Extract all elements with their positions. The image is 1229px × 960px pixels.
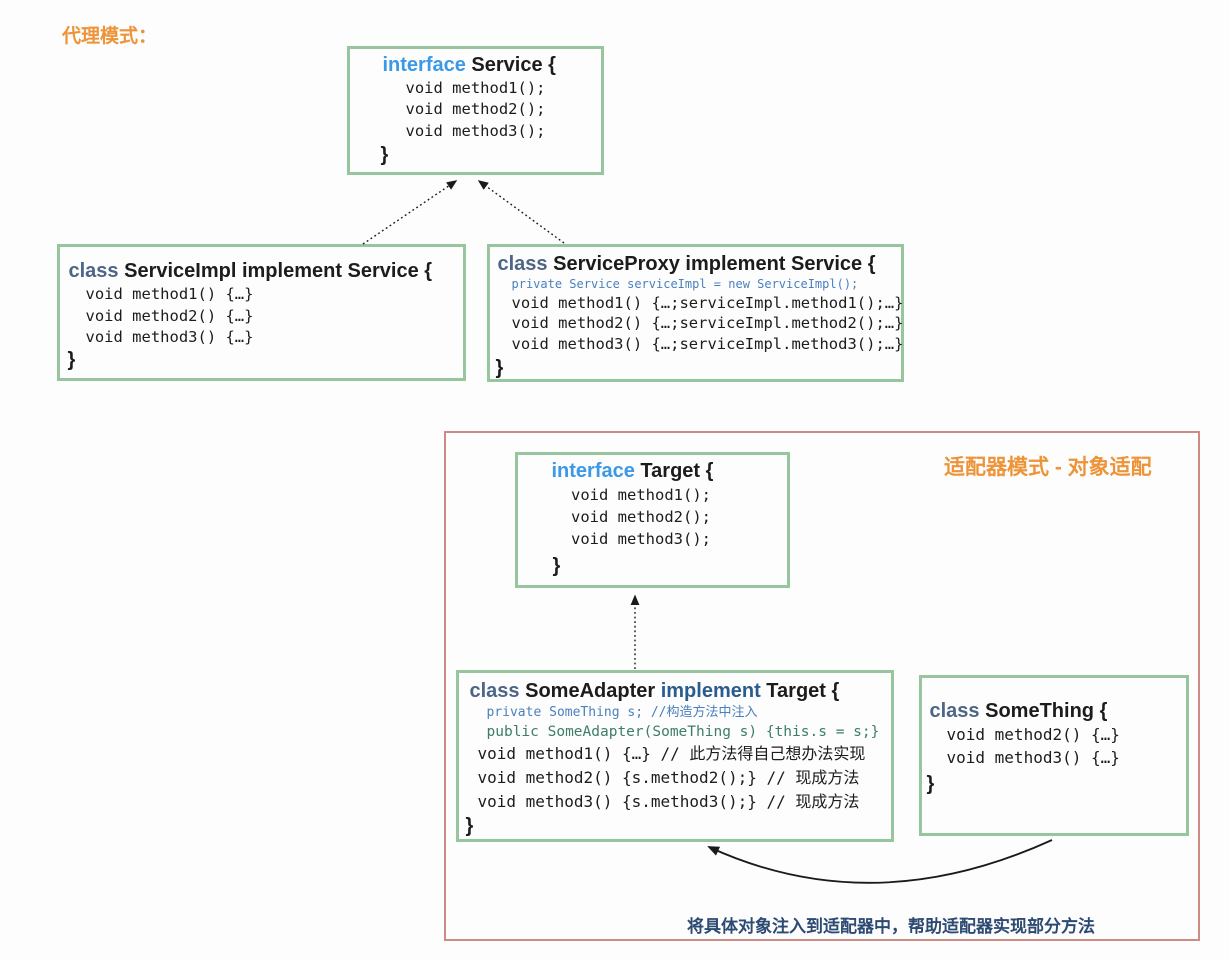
box-title: class SomeThing { <box>930 700 1108 722</box>
method-line: void method2() {…} <box>946 725 1120 744</box>
target-interface-box: interface Target { void method1();void m… <box>515 452 790 588</box>
method-lines: void method1(); void method2(); void metho… <box>406 78 546 143</box>
box-title-name: ServiceImpl implement Service { <box>118 260 433 282</box>
serviceimpl-class-box: class ServiceImpl implement Service { vo… <box>57 244 466 381</box>
keyword-class: class <box>469 679 520 702</box>
method-line: void method2(); <box>571 507 711 526</box>
box-title-name: SomeAdapter <box>519 679 661 702</box>
method-line: void method3() {…;serviceImpl.method3();… <box>511 335 904 354</box>
closing-brace: } <box>495 356 504 379</box>
someadapter-class-box: class SomeAdapter implement Target { pri… <box>456 670 894 842</box>
method-line: void method2(); <box>405 100 546 119</box>
method-line: void method1() {…} // 此方法得自己想办法实现 <box>477 743 866 763</box>
keyword-interface: interface <box>551 459 635 482</box>
box-title: class ServiceImpl implement Service { <box>69 260 433 282</box>
method-line: void method1(); <box>571 485 711 504</box>
box-title-name: SomeThing { <box>979 699 1108 722</box>
closing-brace: } <box>67 348 76 371</box>
service-interface-box: interface Service { void method1();void … <box>347 46 604 175</box>
method-line: void method2() {…;serviceImpl.method2();… <box>511 314 904 333</box>
proxy-pattern-label: 代理模式： <box>62 26 158 47</box>
keyword-class: class <box>929 699 980 722</box>
keyword-class: class <box>68 260 119 282</box>
closing-brace: } <box>552 554 561 577</box>
method-line: void method1() {…;serviceImpl.method1();… <box>511 293 904 312</box>
field-declaration-line: private SomeThing s; //构造方法中注入 <box>486 705 758 720</box>
method-lines: void method2() {…} void method3() {…} <box>947 724 1120 769</box>
box-title: interface Target { <box>552 460 714 482</box>
box-title: class ServiceProxy implement Service { <box>498 253 876 275</box>
method-line: void method3() {…} <box>946 747 1120 767</box>
closing-brace: } <box>380 144 389 166</box>
method-lines: void method1() {…;serviceImpl.method1();… <box>512 293 904 355</box>
box-title: interface Service { <box>383 54 556 76</box>
something-class-box: class SomeThing { void method2() {…}void… <box>919 675 1189 836</box>
inheritance-arrow-serviceimpl-to-service <box>362 180 458 245</box>
method-line: void method3(); <box>405 121 546 140</box>
adapter-pattern-label: 适配器模式 - 对象适配 <box>944 456 1152 479</box>
keyword-class: class <box>497 252 548 275</box>
method-line: void method1(); <box>405 78 546 97</box>
method-line: void method3() {…} <box>85 328 254 347</box>
field-declaration-line: private Service serviceImpl = new Servic… <box>511 276 859 291</box>
method-line: void method2() {…} <box>85 306 254 325</box>
keyword-interface: interface <box>382 54 466 76</box>
closing-brace: } <box>465 814 474 837</box>
serviceproxy-class-box: class ServiceProxy implement Service { p… <box>487 244 904 382</box>
box-title: class SomeAdapter implement Target { <box>470 680 840 702</box>
method-line: void method3(); <box>571 530 711 549</box>
keyword-implement: implement <box>660 679 761 702</box>
box-title-name: ServiceProxy implement Service { <box>547 252 876 275</box>
adapter-pattern-panel <box>444 431 1200 941</box>
method-lines: void method1(); void method2(); void metho… <box>571 484 711 551</box>
adapter-caption: 将具体对象注入到适配器中，帮助适配器实现部分方法 <box>687 917 1095 936</box>
constructor-line: public SomeAdapter(SomeThing s) {this.s … <box>486 724 880 740</box>
box-title-name: Target { <box>634 459 714 482</box>
box-title-name: Service { <box>465 54 556 76</box>
closing-brace: } <box>926 772 935 795</box>
method-line: void method3() {s.method3();} // 现成方法 <box>477 791 860 811</box>
box-title-name: Target { <box>760 679 840 702</box>
method-lines: void method1() {…} // 此方法得自己想办法实现 void me… <box>478 742 866 814</box>
inheritance-arrow-serviceproxy-to-service <box>477 180 565 244</box>
method-line: void method1() {…} <box>85 285 254 304</box>
method-lines: void method1() {…} void method2() {…} void… <box>86 284 254 348</box>
method-line: void method2() {s.method2();} // 现成方法 <box>477 767 860 787</box>
